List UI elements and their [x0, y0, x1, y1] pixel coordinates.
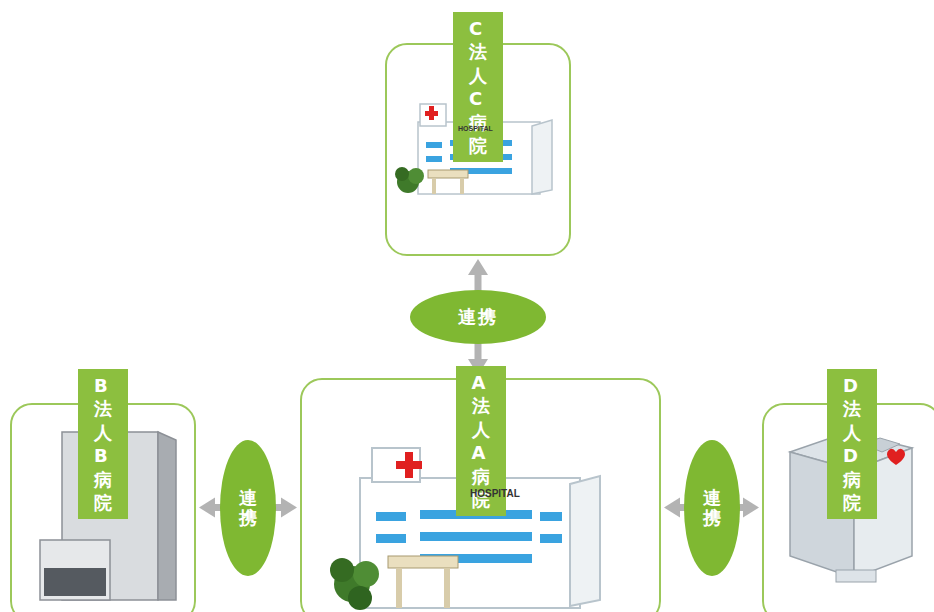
link-label: 連携: [703, 488, 721, 528]
organization-box: D法人 D病院: [762, 403, 934, 612]
organization-box: B法人 B病院: [10, 403, 196, 612]
link-ellipse: 連携: [220, 440, 276, 576]
hospital-sign: HOSPITAL: [470, 488, 520, 499]
organization-box: C法人 C病院: [385, 43, 571, 256]
link-ellipse: 連携: [684, 440, 740, 576]
link-ellipse: 連携: [410, 290, 546, 344]
heading-tab: B法人 B病院: [78, 369, 128, 519]
link-label: 連携: [458, 305, 498, 329]
heading-tab: C法人 C病院: [453, 12, 503, 162]
heading-tab: D法人 D病院: [827, 369, 877, 519]
hospital-sign: HOSPITAL: [458, 125, 493, 132]
link-label: 連携: [239, 488, 257, 528]
